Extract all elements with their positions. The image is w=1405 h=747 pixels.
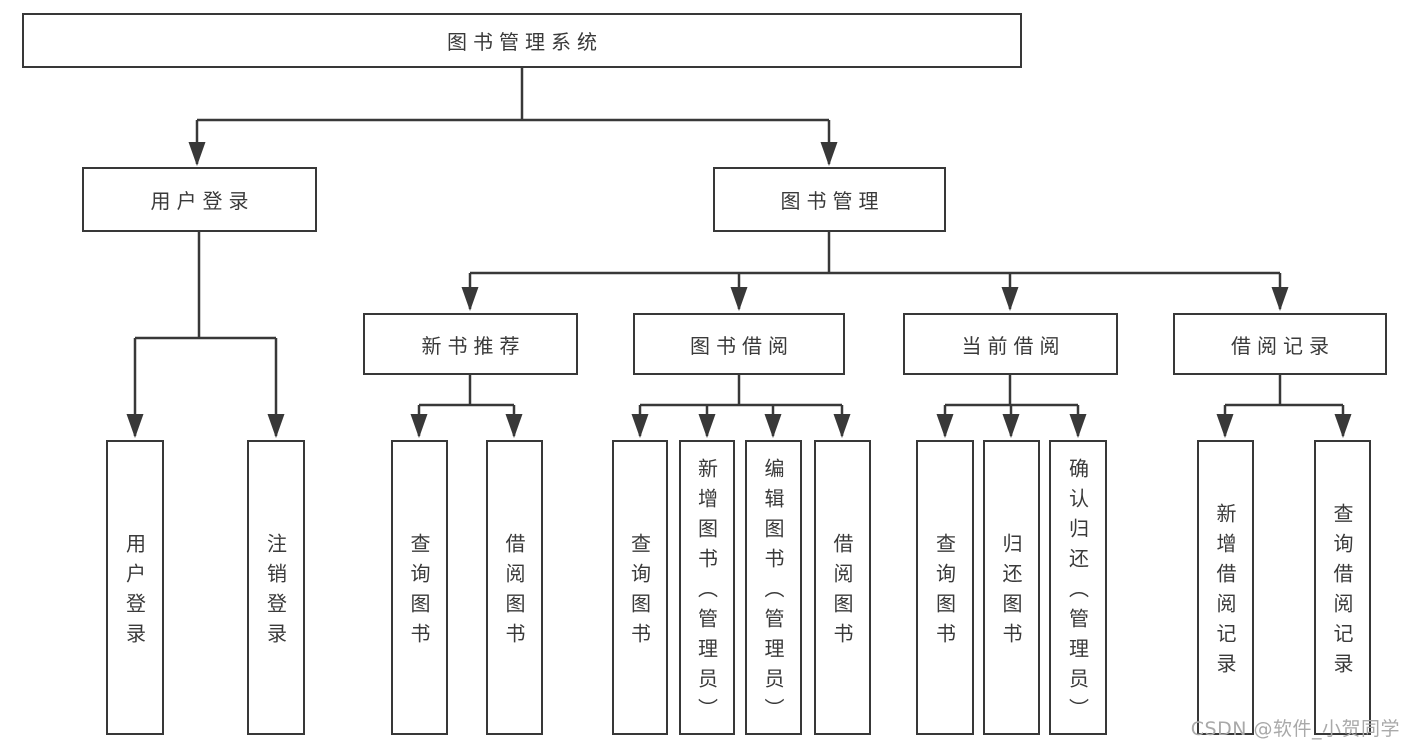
leaf-return-book: 归还图书 bbox=[983, 440, 1040, 735]
leaf-add-borrow-record: 新增借阅记录 bbox=[1197, 440, 1254, 735]
leaf-user-login: 用户登录 bbox=[106, 440, 164, 735]
node-user-login: 用户登录 bbox=[82, 167, 317, 232]
leaf-logout: 注销登录 bbox=[247, 440, 305, 735]
leaf-edit-book-admin: 编辑图书（管理员） bbox=[745, 440, 802, 735]
leaf-borrow-books-recommend: 借阅图书 bbox=[486, 440, 543, 735]
leaf-query-books-borrowing: 查询图书 bbox=[612, 440, 668, 735]
watermark: CSDN @软件_小贺同学 bbox=[1190, 718, 1400, 740]
leaf-query-books-current: 查询图书 bbox=[916, 440, 974, 735]
node-library-system: 图书管理系统 bbox=[22, 13, 1022, 68]
node-new-book-recommend: 新书推荐 bbox=[363, 313, 578, 375]
leaf-borrow-books: 借阅图书 bbox=[814, 440, 871, 735]
leaf-query-books-recommend: 查询图书 bbox=[391, 440, 448, 735]
leaf-add-book-admin: 新增图书（管理员） bbox=[679, 440, 735, 735]
leaf-confirm-return-admin: 确认归还（管理员） bbox=[1049, 440, 1107, 735]
node-book-management: 图书管理 bbox=[713, 167, 946, 232]
node-borrow-records: 借阅记录 bbox=[1173, 313, 1387, 375]
node-current-borrowing: 当前借阅 bbox=[903, 313, 1118, 375]
leaf-query-borrow-record: 查询借阅记录 bbox=[1314, 440, 1371, 735]
node-book-borrowing: 图书借阅 bbox=[633, 313, 845, 375]
